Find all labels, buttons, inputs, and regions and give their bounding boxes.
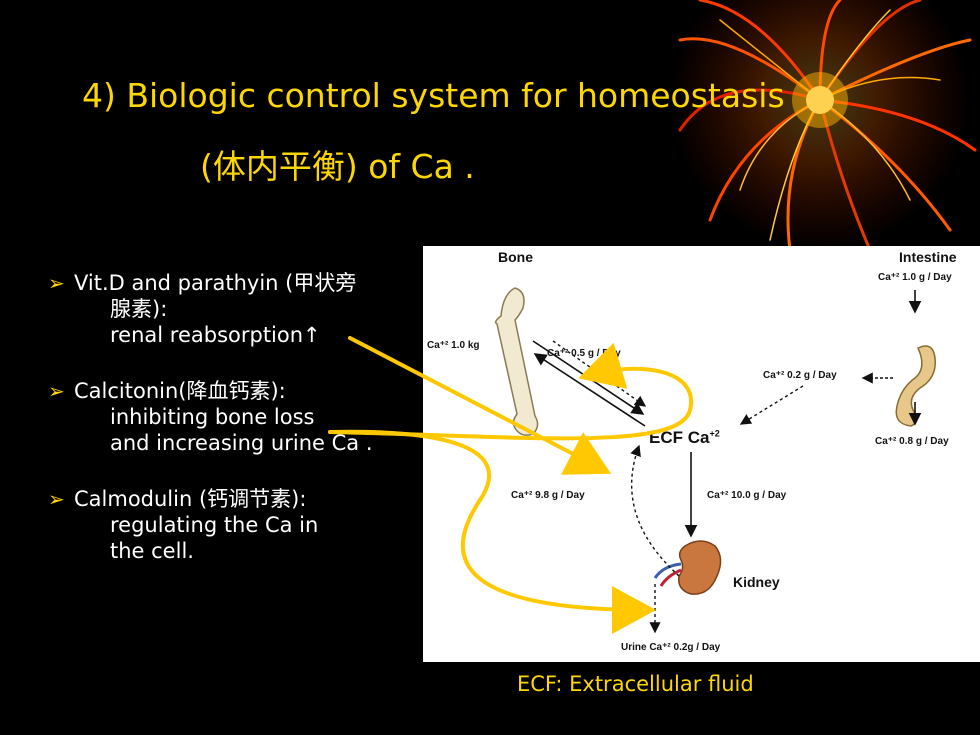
calcium-flow-diagram: Bone Intestine Ca⁺² 1.0 kg Ca⁺² 0.5 g / …	[423, 246, 980, 662]
ecf-ca-charge: +2	[709, 428, 720, 439]
bullet-calcitonin: ➢ Calcitonin(降血钙素): inhibiting bone loss…	[48, 378, 428, 456]
bone-title: Bone	[498, 249, 533, 265]
slide-title-line-1: 4) Biologic control system for homeostas…	[82, 76, 785, 115]
bullet-text: renal reabsorption↑	[110, 323, 321, 347]
kidney-title: Kidney	[733, 574, 780, 590]
bullet-text: Calcitonin(降血钙素):	[74, 379, 286, 403]
bullet-text: inhibiting bone loss	[110, 405, 315, 429]
kidney-reabsorb-label: Ca⁺² 9.8 g / Day	[511, 490, 585, 501]
intestine-fecal-label: Ca⁺² 0.8 g / Day	[875, 436, 949, 447]
kidney-icon	[653, 540, 722, 595]
arrow-bullet-icon: ➢	[48, 379, 65, 403]
bullet-text: and increasing urine Ca .	[110, 431, 373, 455]
bullet-text: regulating the Ca in	[110, 513, 319, 537]
bone-store-label: Ca⁺² 1.0 kg	[427, 340, 480, 351]
bullet-text: the cell.	[110, 539, 194, 563]
bone-flux-label: Ca⁺² 0.5 g / Day	[547, 348, 621, 359]
bullet-list: ➢ Vit.D and parathyin (甲状旁 腺素): renal re…	[48, 270, 428, 594]
decorative-flame-graphic	[670, 0, 977, 252]
slide-title-line-2: (体内平衡) of Ca .	[200, 147, 475, 186]
intestine-title: Intestine	[899, 249, 957, 265]
intestine-absorb-label: Ca⁺² 0.2 g / Day	[763, 370, 837, 381]
arrow-bullet-icon: ➢	[48, 271, 65, 295]
diagram-arrows	[494, 287, 936, 634]
bullet-text: Calmodulin (钙调节素):	[74, 487, 307, 511]
femur-bone-icon	[494, 287, 539, 436]
arrow-bullet-icon: ➢	[48, 487, 65, 511]
urine-label: Urine Ca⁺² 0.2g / Day	[621, 642, 721, 653]
bullet-text: Vit.D and parathyin (甲状旁	[74, 271, 357, 295]
intestine-intake-label: Ca⁺² 1.0 g / Day	[878, 272, 952, 283]
diagram-caption: ECF: Extracellular fluid	[517, 672, 754, 696]
kidney-filter-label: Ca⁺² 10.0 g / Day	[707, 490, 787, 501]
bullet-vitd: ➢ Vit.D and parathyin (甲状旁 腺素): renal re…	[48, 270, 428, 348]
ecf-ca-label: ECF Ca+2	[649, 428, 720, 447]
bullet-text: 腺素):	[110, 297, 168, 321]
bullet-calmodulin: ➢ Calmodulin (钙调节素): regulating the Ca i…	[48, 486, 428, 564]
